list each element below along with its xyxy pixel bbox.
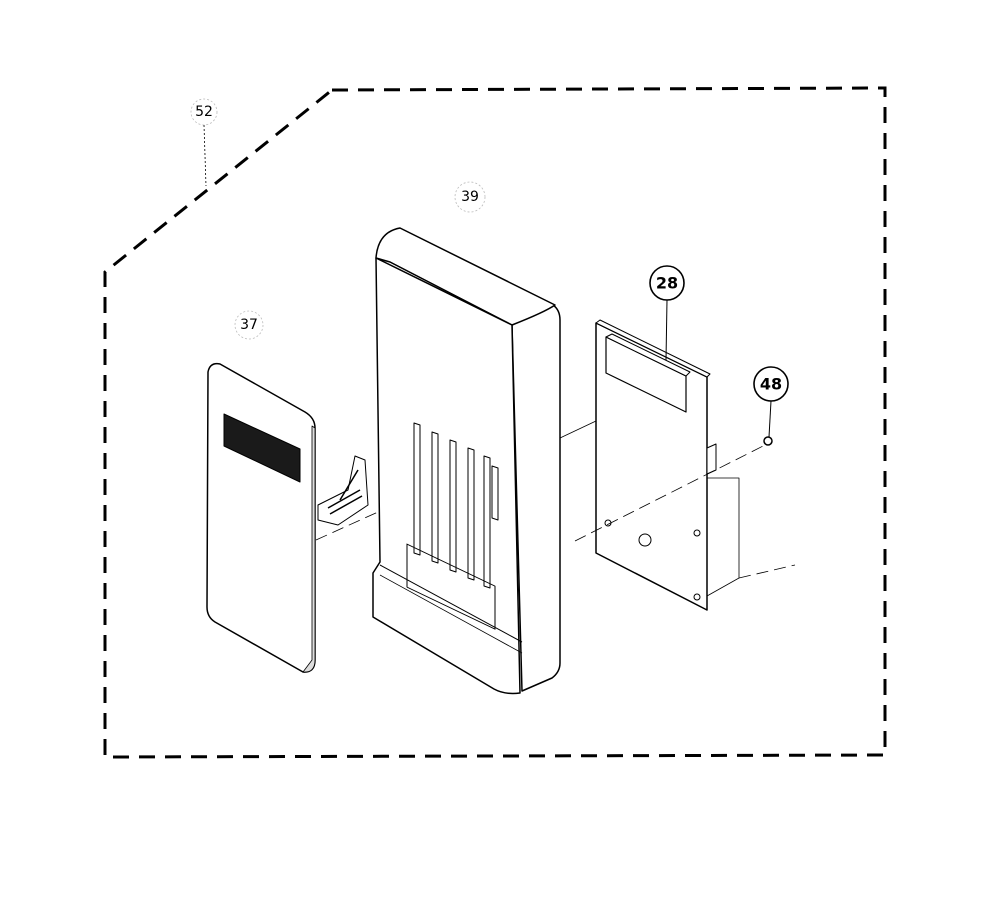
callout-52[interactable]: 52: [190, 98, 218, 187]
callout-28[interactable]: 28: [649, 265, 685, 361]
screw: [763, 436, 773, 446]
callout-37[interactable]: 37: [234, 310, 264, 340]
callout-28-label: 28: [656, 274, 678, 293]
callout-37-label: 37: [240, 317, 258, 333]
callout-52-label: 52: [195, 104, 213, 120]
keypad-panel: [206, 362, 316, 673]
screw-head: [763, 436, 773, 446]
callout-39[interactable]: 39: [454, 181, 486, 213]
ribbon-cable-traces: [327, 469, 363, 515]
keypad-thickness: [302, 425, 316, 673]
callout-37-bubble: [234, 310, 264, 340]
board-thickness: [595, 319, 711, 378]
screw-guide-lower: [738, 564, 796, 579]
keypad-ribbon-cable: [317, 455, 369, 526]
housing-bottom-ledge: [379, 564, 523, 643]
keypad-display-window: [223, 413, 301, 483]
screw-guide-lines: [706, 477, 740, 597]
callout-48-leader: [768, 400, 772, 438]
housing-top-edge: [389, 261, 513, 326]
callout-28-leader: [665, 299, 668, 361]
board-display-module-top: [605, 333, 691, 377]
assembly-boundary: [103, 86, 887, 759]
housing-display-window: [406, 543, 496, 630]
board-component: [638, 533, 652, 547]
callout-39-label: 39: [461, 189, 479, 205]
keypad-membrane: [206, 362, 379, 673]
callout-48-label: 48: [760, 375, 782, 394]
keypad-assembly-line: [315, 511, 379, 541]
housing-right-side: [511, 304, 561, 692]
board-hole-3: [693, 593, 701, 601]
front-housing: [372, 227, 561, 695]
board-hole-2: [693, 529, 701, 537]
housing-top-face: [375, 227, 556, 326]
callout-52-leader: [203, 124, 207, 187]
housing-key-slots: [413, 422, 499, 589]
callout-48[interactable]: 48: [753, 366, 789, 438]
housing-front-face: [372, 257, 521, 695]
housing-bottom-ledge-2: [379, 574, 523, 654]
control-board: [559, 319, 796, 611]
board-connector: [706, 443, 717, 475]
callout-39-bubble: [454, 181, 486, 213]
board-assembly-line: [559, 420, 597, 439]
